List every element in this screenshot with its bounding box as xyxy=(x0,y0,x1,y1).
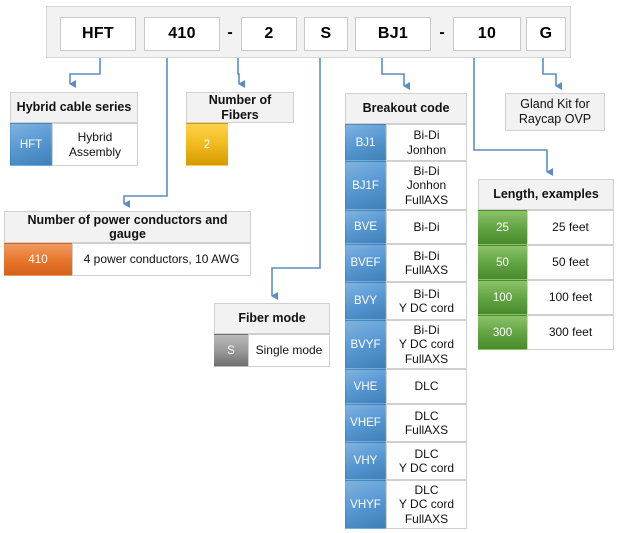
card-title: Hybrid cable series xyxy=(10,92,138,123)
code-swatch[interactable]: VHEF xyxy=(345,404,386,442)
code-swatch[interactable]: BJ1 xyxy=(345,124,386,161)
code-swatch[interactable]: 300 xyxy=(478,315,527,350)
pn-dash-2: - xyxy=(439,24,445,41)
code-description: Bi-Di FullAXS xyxy=(386,244,467,282)
card-power-conductors: Number of power conductors and gauge 410… xyxy=(4,211,251,276)
code-swatch[interactable]: BVY xyxy=(345,282,386,320)
code-description: 300 feet xyxy=(527,315,614,350)
code-swatch[interactable]: BJ1F xyxy=(345,161,386,210)
code-swatch[interactable]: 410 xyxy=(4,243,72,276)
pn-segment-fibers[interactable]: 2 xyxy=(241,17,297,51)
code-description: Bi-Di Y DC cord FullAXS xyxy=(386,320,467,369)
table-row: S Single mode xyxy=(214,334,330,367)
code-swatch[interactable]: 50 xyxy=(478,245,527,280)
code-swatch[interactable]: VHY xyxy=(345,442,386,480)
code-swatch[interactable]: VHYF xyxy=(345,480,386,529)
code-swatch[interactable]: BVE xyxy=(345,210,386,244)
pn-segment-fibermode[interactable]: S xyxy=(304,17,348,51)
box-gland-kit: Gland Kit for Raycap OVP xyxy=(505,93,605,131)
part-number-strip: HFT 410 - 2 S BJ1 - 10 G xyxy=(46,6,571,58)
card-title: Number of Fibers xyxy=(186,92,294,123)
pn-segment-series[interactable]: HFT xyxy=(60,17,136,51)
code-description: Single mode xyxy=(248,334,330,367)
card-fiber-mode: Fiber mode S Single mode xyxy=(214,303,330,367)
code-description: DLC FullAXS xyxy=(386,404,467,442)
code-description: 50 feet xyxy=(527,245,614,280)
card-number-of-fibers: Number of Fibers 2 xyxy=(186,92,294,166)
pn-segment-gland[interactable]: G xyxy=(526,17,566,51)
card-hybrid-cable-series: Hybrid cable series HFT Hybrid Assembly xyxy=(10,92,138,166)
code-description: DLC xyxy=(386,369,467,404)
code-description: Bi-Di xyxy=(386,210,467,244)
code-swatch[interactable]: BVEF xyxy=(345,244,386,282)
code-swatch[interactable]: 100 xyxy=(478,280,527,315)
table-row: 410 4 power conductors, 10 AWG xyxy=(4,243,251,276)
code-description: DLC Y DC cord FullAXS xyxy=(386,480,467,529)
code-description: Bi-Di Jonhon FullAXS xyxy=(386,161,467,210)
code-description: Bi-Di Jonhon xyxy=(386,124,467,161)
pn-segment-conductors[interactable]: 410 xyxy=(144,17,220,51)
pn-segment-breakout[interactable]: BJ1 xyxy=(355,17,431,51)
code-description: Bi-Di Y DC cord xyxy=(386,282,467,320)
code-description: Hybrid Assembly xyxy=(52,123,138,166)
table-row: HFT Hybrid Assembly xyxy=(10,123,138,166)
card-title: Length, examples xyxy=(478,179,614,210)
code-swatch[interactable]: BVYF xyxy=(345,320,386,369)
pn-dash-1: - xyxy=(227,24,233,41)
code-description: 100 feet xyxy=(527,280,614,315)
code-swatch[interactable]: HFT xyxy=(10,123,52,166)
code-description: 25 feet xyxy=(527,210,614,245)
code-swatch[interactable]: S xyxy=(214,334,248,367)
card-title: Number of power conductors and gauge xyxy=(4,211,251,243)
code-swatch[interactable]: 2 xyxy=(186,123,228,166)
card-title: Fiber mode xyxy=(214,303,330,334)
code-swatch[interactable]: 25 xyxy=(478,210,527,245)
code-description: DLC Y DC cord xyxy=(386,442,467,480)
code-swatch[interactable]: VHE xyxy=(345,369,386,404)
table-row: 2 xyxy=(186,123,294,166)
card-title: Breakout code xyxy=(345,93,467,124)
pn-segment-length[interactable]: 10 xyxy=(453,17,521,51)
code-description: 4 power conductors, 10 AWG xyxy=(72,243,251,276)
